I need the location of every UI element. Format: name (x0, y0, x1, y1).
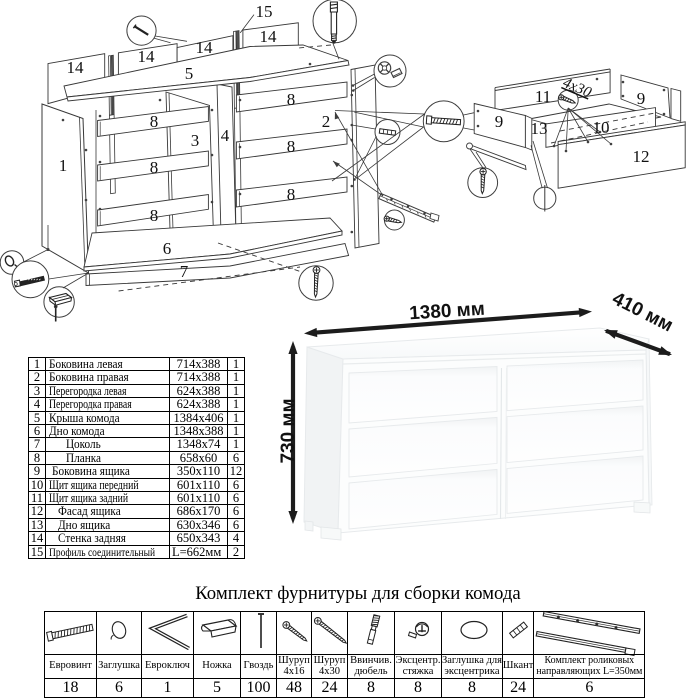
svg-text:6: 6 (163, 239, 172, 258)
svg-text:8: 8 (287, 185, 296, 204)
svg-text:8: 8 (287, 90, 296, 109)
svg-text:13: 13 (531, 119, 548, 138)
svg-text:14: 14 (67, 58, 85, 77)
svg-text:10: 10 (593, 118, 610, 137)
svg-text:3: 3 (191, 131, 200, 150)
svg-text:8: 8 (150, 158, 159, 177)
svg-text:5: 5 (185, 64, 194, 83)
svg-text:1380 мм: 1380 мм (409, 299, 486, 325)
svg-text:8: 8 (150, 206, 159, 225)
svg-text:12: 12 (633, 147, 650, 166)
svg-text:11: 11 (535, 87, 551, 106)
svg-text:14: 14 (138, 47, 156, 66)
svg-text:1: 1 (59, 156, 68, 175)
svg-text:8: 8 (287, 137, 296, 156)
svg-text:14: 14 (196, 38, 214, 57)
svg-text:8: 8 (150, 112, 159, 131)
svg-text:2: 2 (322, 112, 331, 131)
svg-text:4: 4 (221, 126, 230, 145)
svg-text:9: 9 (495, 112, 504, 131)
svg-text:9: 9 (637, 89, 646, 108)
svg-text:15: 15 (256, 2, 273, 21)
svg-text:730 мм: 730 мм (278, 398, 299, 463)
svg-text:7: 7 (180, 262, 189, 281)
svg-text:410 мм: 410 мм (609, 288, 677, 336)
svg-text:14: 14 (260, 27, 278, 46)
